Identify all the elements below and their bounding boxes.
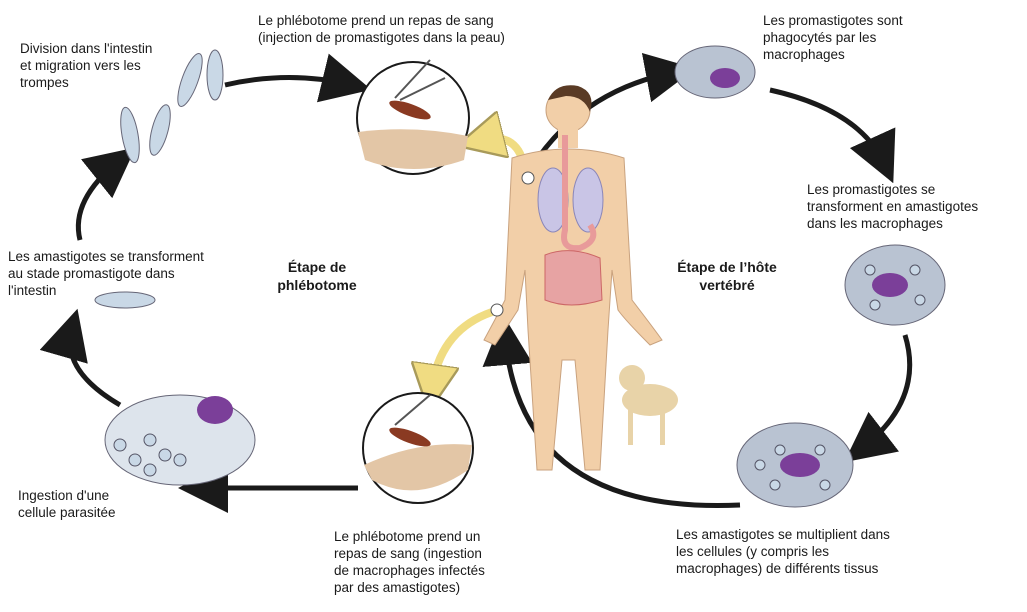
caption-transform-promastigote: Les amastigotes se transforment au stade…: [8, 248, 204, 299]
arrow-left-upper: [78, 160, 120, 240]
arrow-to-multiply: [860, 335, 910, 450]
caption-ingestion: Ingestion d'une cellule parasitée: [18, 487, 116, 521]
stage-label-vertebrate: Étape de l’hôte vertébré: [662, 258, 792, 294]
yellow-arrow-bottom: [432, 312, 492, 388]
arrow-left-lower: [70, 328, 120, 405]
caption-division: Division dans l'intestin et migration ve…: [20, 40, 152, 91]
caption-transform-amastigote: Les promastigotes se transforment en ama…: [807, 181, 978, 232]
arrow-to-transform: [770, 90, 885, 165]
arrow-top-left: [225, 78, 352, 86]
caption-blood-meal-bottom: Le phlébotome prend un repas de sang (in…: [334, 528, 485, 596]
caption-blood-meal-top: Le phlébotome prend un repas de sang (in…: [258, 12, 505, 46]
caption-phagocytosis: Les promastigotes sont phagocytés par le…: [763, 12, 903, 63]
stage-label-sandfly: Étape de phlébotome: [262, 258, 372, 294]
dog-icon: [619, 365, 678, 445]
caption-multiply: Les amastigotes se multiplient dans les …: [676, 526, 890, 577]
